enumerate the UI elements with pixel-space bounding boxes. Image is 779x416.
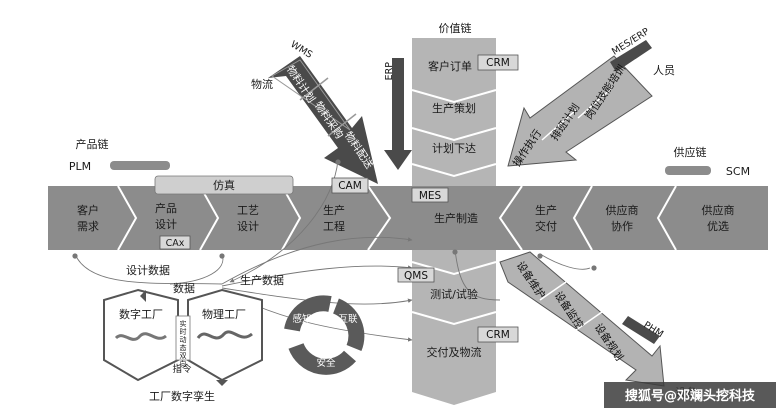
personnel-arrow xyxy=(507,55,653,167)
cax-tag xyxy=(159,235,191,250)
cax-label: CAx xyxy=(166,238,185,249)
logistics-arrow xyxy=(268,56,378,184)
realtime-char-1: 实 xyxy=(180,319,187,328)
personnel-label: 人员 xyxy=(653,64,675,77)
cycle-ring xyxy=(284,295,365,375)
cam-tag xyxy=(331,177,369,194)
watermark: 搜狐号@邓斓头挖科技 xyxy=(625,388,756,404)
plm-bar xyxy=(110,161,170,170)
step-2-line-1: 产品 xyxy=(155,201,177,215)
product-chain-label: 产品链 xyxy=(76,137,109,151)
twin-title: 工厂数字孪生 xyxy=(149,389,215,403)
mes-tag xyxy=(411,187,449,203)
column-step-dispatch: 计划下达 xyxy=(432,142,476,155)
step-2-line-2: 设计 xyxy=(155,218,177,231)
simulation-label: 仿真 xyxy=(213,178,235,192)
step-5-line-1: 生产制造 xyxy=(434,211,478,225)
step-4-line-1: 生产 xyxy=(323,203,345,217)
crm-top-tag xyxy=(477,54,519,71)
supply-chain-label: 供应链 xyxy=(674,145,707,159)
column-step-testing: 测试/试验 xyxy=(430,287,478,301)
mes-label: MES xyxy=(419,190,442,202)
cycle-step-2: 互联 xyxy=(338,314,358,325)
column-chevrons xyxy=(411,89,497,326)
step-1-line-2: 需求 xyxy=(77,220,99,233)
column-step-delivery: 交付及物流 xyxy=(427,345,482,359)
logistics-label: 物流 xyxy=(251,77,273,91)
phm-arrow xyxy=(622,316,660,344)
cycle-step-1: 感知 xyxy=(292,313,311,325)
realtime-char-4: 态 xyxy=(180,343,187,352)
simulation-bar xyxy=(154,175,294,195)
cam-label: CAM xyxy=(338,180,362,192)
column-step-planning: 生产策划 xyxy=(432,101,476,115)
step-6-line-2: 交付 xyxy=(535,219,557,233)
qms-tag xyxy=(397,267,435,283)
step-1-line-1: 客户 xyxy=(77,203,99,217)
realtime-char-2: 时 xyxy=(180,327,187,336)
digital-twin xyxy=(103,288,263,386)
realtime-char-6: 向 xyxy=(180,359,187,368)
production-data-label: 生产数据 xyxy=(240,273,284,287)
data-label: 数据 xyxy=(173,281,195,295)
erp-arrow xyxy=(384,58,412,170)
step-7-line-1: 供应商 xyxy=(606,203,639,217)
scm-bar xyxy=(665,166,711,175)
band-chevrons xyxy=(117,185,677,251)
realtime-char-5: 双 xyxy=(180,352,187,360)
column-step-order: 客户订单 xyxy=(428,59,472,73)
qms-label: QMS xyxy=(404,270,428,282)
value-column-top xyxy=(412,38,496,186)
plm-label: PLM xyxy=(69,160,91,173)
wms-label: WMS xyxy=(288,39,314,61)
step-6-line-1: 生产 xyxy=(535,203,557,217)
watermark-bg xyxy=(604,382,776,408)
crm-top-label: CRM xyxy=(486,57,510,69)
cycle-step-3: 安全 xyxy=(316,357,336,369)
command-label: 指令 xyxy=(172,363,192,375)
digital-factory-label: 数字工厂 xyxy=(119,307,163,321)
step-4-line-2: 工程 xyxy=(323,220,345,233)
crm-bottom-tag xyxy=(477,326,519,343)
physical-factory-label: 物理工厂 xyxy=(202,307,246,321)
realtime-char-3: 动 xyxy=(180,335,187,344)
step-7-line-2: 协作 xyxy=(611,219,633,233)
design-data-label: 设计数据 xyxy=(126,263,170,277)
scm-label: SCM xyxy=(726,165,750,178)
erp-label: ERP xyxy=(384,62,395,81)
crm-bottom-label: CRM xyxy=(486,329,510,341)
step-8-line-1: 供应商 xyxy=(702,203,735,217)
mes-erp-arrow xyxy=(610,40,652,72)
value-column-bottom xyxy=(412,250,496,405)
value-chain-label: 价值链 xyxy=(439,21,472,35)
step-3-line-1: 工艺 xyxy=(237,204,259,217)
step-8-line-2: 优选 xyxy=(707,220,729,233)
step-3-line-2: 设计 xyxy=(237,220,259,233)
